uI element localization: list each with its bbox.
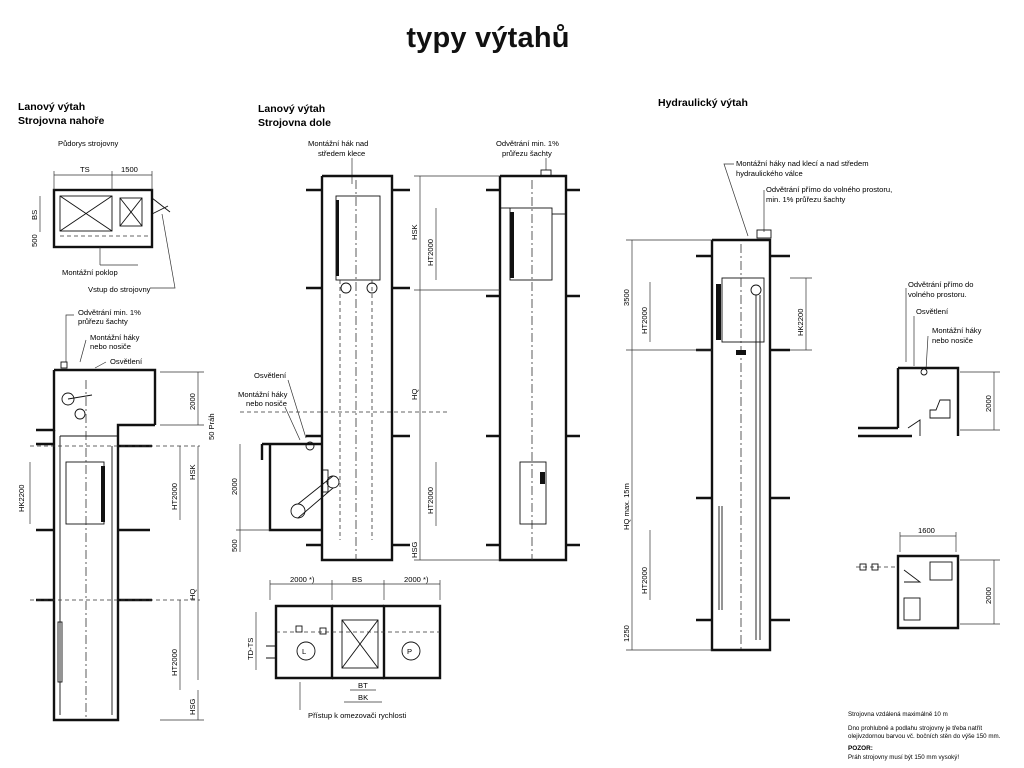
dim-500: 500 [30, 234, 39, 247]
label-vent-b2: průřezu šachty [502, 149, 552, 158]
label-access: Vstup do strojovny [88, 285, 151, 294]
dim-ht2000-b: HT2000 [170, 649, 179, 676]
note-1: Strojovna vzdálená maximálně 10 m [848, 711, 948, 718]
dim-bt: BT [358, 681, 368, 690]
dim-ht2000-a: HT2000 [170, 483, 179, 510]
dim-hsg: HSG [188, 698, 197, 715]
dim-plan-left: 2000 *) [290, 575, 315, 584]
rope-bottom-heading-2: Strojovna dole [258, 117, 331, 129]
note-5: Práh strojovny musí být 150 mm vysoký! [848, 754, 959, 761]
label-hooks-b2: nebo nosiče [246, 399, 287, 408]
dim-plan-right: 2000 *) [404, 575, 429, 584]
hydraulic-heading: Hydraulický výtah [658, 97, 748, 109]
rope-top-section: Odvětrání min. 1% průřezu šachty Montážn… [17, 308, 216, 722]
rope-bottom-heading-1: Lanový výtah [258, 103, 325, 115]
dim-hyd-ht2000-a: HT2000 [640, 307, 649, 334]
label-access-b: Přístup k omezovači rychlosti [308, 711, 407, 720]
mark-l: L [302, 647, 306, 656]
label-hyd-hooks-1: Montážní háky nad klecí a nad středem [736, 159, 869, 168]
hydraulic-machine-room: Odvětrání přímo do volného prostoru. Osv… [858, 280, 1000, 438]
dim-hsg-b: HSG [410, 541, 419, 558]
rope-top-heading-2: Strojovna nahoře [18, 115, 105, 127]
dim-500-b: 500 [230, 539, 239, 552]
label-hooks-1: Montážní háky [90, 333, 140, 342]
rope-bottom-machine-room: Osvětlení Montážní háky nebo nosiče 2000… [230, 371, 340, 552]
label-hyd-vent-1: Odvětrání přímo do volného prostoru, [766, 185, 892, 194]
dim-bs: BS [30, 210, 39, 220]
dim-bk: BK [358, 693, 368, 702]
rope-top-heading-1: Lanový výtah [18, 101, 85, 113]
label-vent-1: Odvětrání min. 1% [78, 308, 141, 317]
dim-50-prah: 50 Práh [207, 413, 216, 440]
dim-ht2000-bb: HT2000 [426, 487, 435, 514]
slide-title: typy výtahů [406, 22, 570, 54]
dim-1600: 1600 [918, 526, 935, 535]
label-hooks-b1: Montážní háky [238, 390, 288, 399]
panel-rope-top: Lanový výtah Strojovna nahoře Půdorys st… [17, 101, 216, 722]
dim-hk2200: HK2200 [17, 485, 26, 512]
hydraulic-notes: Strojovna vzdálená maximálně 10 m Dno pr… [848, 711, 1001, 761]
note-4: POZOR: [848, 745, 873, 752]
dim-2000-b: 2000 [230, 478, 239, 495]
label-hyd-vent-2: min. 1% průřezu šachty [766, 195, 846, 204]
dim-hyd-hq: HQ max. 15m [622, 483, 631, 530]
label-hyd-vent-4: volného prostoru. [908, 290, 967, 299]
label-hyd-hooks-4: nebo nosiče [932, 336, 973, 345]
label-hyd-hooks-3: Montážní háky [932, 326, 982, 335]
panel-hydraulic: Hydraulický výtah Montážní háky nad klec… [622, 97, 1001, 761]
machine-room-plan: TS 1500 BS 500 Montážní poklop Vstup do … [30, 165, 176, 294]
dim-ht2000-ba: HT2000 [426, 239, 435, 266]
dim-2000: 2000 [188, 393, 197, 410]
rope-bottom-shaft [240, 174, 450, 562]
label-hook-1: Montážní hák nad [308, 139, 368, 148]
dim-hq: HQ [188, 589, 197, 600]
dim-hyd-ht2000-b: HT2000 [640, 567, 649, 594]
dim-3500: 3500 [622, 289, 631, 306]
label-hyd-hooks-2: hydraulického válce [736, 169, 803, 178]
rope-bottom-shaft-2: Odvětrání min. 1% průřezu šachty HSK HT2… [410, 139, 580, 562]
label-light: Osvětlení [110, 357, 143, 366]
label-light-b: Osvětlení [254, 371, 287, 380]
label-hook-2: středem klece [318, 149, 365, 158]
label-hyd-vent-3: Odvětrání přímo do [908, 280, 973, 289]
dim-1500: 1500 [121, 165, 138, 174]
dim-plan-bs: BS [352, 575, 362, 584]
dim-hyd-2000-a: 2000 [984, 395, 993, 412]
label-vent-2: průřezu šachty [78, 317, 128, 326]
note-2: Dno prohlubně a podlahu strojovny je tře… [848, 725, 982, 732]
rope-bottom-plan: 2000 *) BS 2000 *) L P TD-TS BT BK Příst [246, 575, 442, 720]
dim-hsk-b: HSK [410, 224, 419, 240]
label-hatch: Montážní poklop [62, 268, 118, 277]
panel-rope-bottom: Lanový výtah Strojovna dole Montážní hák… [230, 103, 580, 720]
hydraulic-shaft: 3500 HT2000 HK2200 HQ max. 15m HT2000 12… [622, 238, 812, 652]
note-3: olejivzdornou barvou vč. bočních stěn do… [848, 733, 1001, 740]
dim-hsk: HSK [188, 464, 197, 480]
label-hooks-2: nebo nosiče [90, 342, 131, 351]
mark-p: P [407, 647, 412, 656]
label-hyd-light: Osvětlení [916, 307, 949, 316]
dim-1250: 1250 [622, 625, 631, 642]
dim-hyd-2000-b: 2000 [984, 587, 993, 604]
rope-top-plan-title: Půdorys strojovny [58, 139, 119, 148]
dim-hyd-hk2200: HK2200 [796, 309, 805, 336]
dim-tdts: TD-TS [246, 638, 255, 660]
hydraulic-plan: 1600 2000 [856, 526, 1000, 630]
dim-hq-b: HQ [410, 389, 419, 400]
dim-ts: TS [80, 165, 90, 174]
label-vent-b1: Odvětrání min. 1% [496, 139, 559, 148]
